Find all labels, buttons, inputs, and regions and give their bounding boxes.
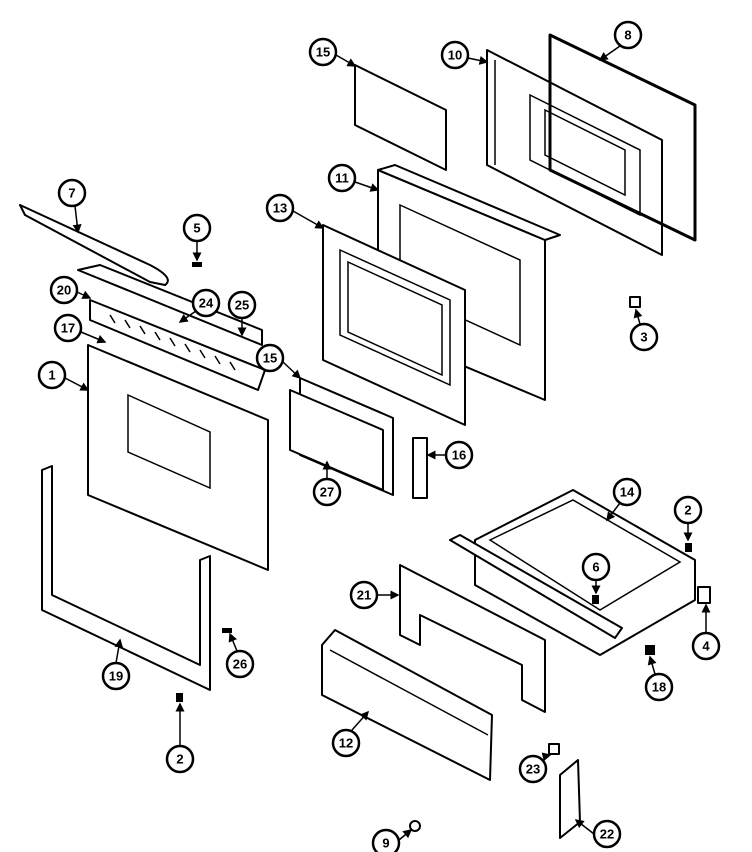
door-frame-bracket — [41, 465, 211, 691]
callout-7-handle[interactable]: 7 — [57, 178, 87, 208]
clip-4 — [697, 586, 711, 604]
callout-17[interactable]: 17 — [53, 313, 83, 343]
door-inner-frame — [322, 224, 466, 426]
svg-text:23: 23 — [526, 762, 540, 777]
svg-text:10: 10 — [448, 48, 462, 63]
screw-26 — [222, 628, 232, 633]
callout-13-inner-frame[interactable]: 13 — [265, 193, 295, 223]
callout-5-screw[interactable]: 5 — [182, 213, 212, 243]
drawer-front-frame — [399, 564, 546, 713]
callout-8-gasket[interactable]: 8 — [613, 20, 643, 50]
callout-18-clip[interactable]: 18 — [644, 672, 674, 702]
svg-text:3: 3 — [640, 330, 647, 345]
svg-text:8: 8 — [624, 28, 631, 43]
callout-15-lower-glass[interactable]: 15 — [255, 343, 285, 373]
svg-text:1: 1 — [48, 368, 55, 383]
clip-23 — [548, 743, 560, 755]
callout-9-nut[interactable]: 9 — [371, 828, 401, 852]
callout-19-frame[interactable]: 19 — [101, 661, 131, 691]
callout-26-screw[interactable]: 26 — [225, 649, 255, 679]
svg-text:7: 7 — [68, 186, 75, 201]
callout-27-glass[interactable]: 27 — [312, 477, 342, 507]
door-glass-lower — [289, 377, 394, 496]
svg-text:14: 14 — [620, 485, 635, 500]
callout-24-vent[interactable]: 24 — [191, 288, 221, 318]
door-handle — [19, 204, 169, 286]
vent-trim — [77, 264, 263, 346]
svg-text:27: 27 — [320, 485, 334, 500]
svg-text:26: 26 — [233, 657, 247, 672]
callout-14-drawer[interactable]: 14 — [612, 477, 642, 507]
svg-text:24: 24 — [199, 296, 214, 311]
svg-text:2: 2 — [684, 503, 691, 518]
svg-text:13: 13 — [273, 201, 287, 216]
drawer-front-panel — [321, 629, 493, 781]
callout-25-screw[interactable]: 25 — [227, 290, 257, 320]
callout-15-upper-glass[interactable]: 15 — [308, 37, 338, 67]
svg-text:20: 20 — [57, 283, 71, 298]
svg-text:18: 18 — [652, 680, 666, 695]
screw-2-frame — [176, 693, 183, 702]
callout-4-clip[interactable]: 4 — [691, 631, 721, 661]
outer-door-panel — [87, 344, 269, 571]
svg-text:16: 16 — [452, 448, 466, 463]
svg-text:17: 17 — [61, 321, 75, 336]
callout-10-door-liner[interactable]: 10 — [440, 40, 470, 70]
svg-text:5: 5 — [193, 221, 200, 236]
svg-text:21: 21 — [357, 588, 371, 603]
callout-22-trim[interactable]: 22 — [592, 819, 622, 849]
leader-lines — [64, 45, 711, 841]
callout-11-insulation[interactable]: 11 — [327, 163, 357, 193]
svg-text:2: 2 — [176, 752, 183, 767]
callout-6-screw[interactable]: 6 — [581, 552, 611, 582]
svg-text:11: 11 — [335, 171, 349, 186]
callout-20-trim[interactable]: 20 — [49, 275, 79, 305]
screw-3 — [629, 296, 641, 308]
svg-text:6: 6 — [592, 560, 599, 575]
screw-2-drawer — [685, 543, 692, 552]
clip-18 — [645, 645, 655, 655]
svg-text:22: 22 — [600, 827, 614, 842]
control-vent-panel — [89, 299, 266, 391]
svg-text:15: 15 — [316, 45, 330, 60]
callout-23-clip[interactable]: 23 — [518, 754, 548, 784]
callout-21-front-frame[interactable]: 21 — [349, 580, 379, 610]
callout-1-outer-door[interactable]: 1 — [37, 360, 67, 390]
screw-5 — [192, 262, 202, 267]
svg-text:15: 15 — [263, 351, 277, 366]
screw-6 — [592, 595, 599, 604]
svg-text:12: 12 — [339, 736, 353, 751]
hinge-16 — [412, 437, 428, 499]
svg-text:9: 9 — [382, 836, 389, 851]
svg-text:4: 4 — [702, 639, 710, 654]
callout-16-hinge[interactable]: 16 — [444, 440, 474, 470]
callout-2-frame-screw[interactable]: 2 — [165, 744, 195, 774]
nut-9 — [409, 820, 421, 832]
door-glass-upper — [354, 64, 447, 171]
side-trim-22 — [559, 759, 581, 839]
door-gasket — [548, 33, 697, 242]
svg-text:19: 19 — [109, 669, 123, 684]
callout-2-drawer-screw[interactable]: 2 — [673, 495, 703, 525]
callout-12-drawer-front[interactable]: 12 — [331, 728, 361, 758]
callout-3[interactable]: 3 — [629, 322, 659, 352]
svg-text:25: 25 — [235, 298, 249, 313]
